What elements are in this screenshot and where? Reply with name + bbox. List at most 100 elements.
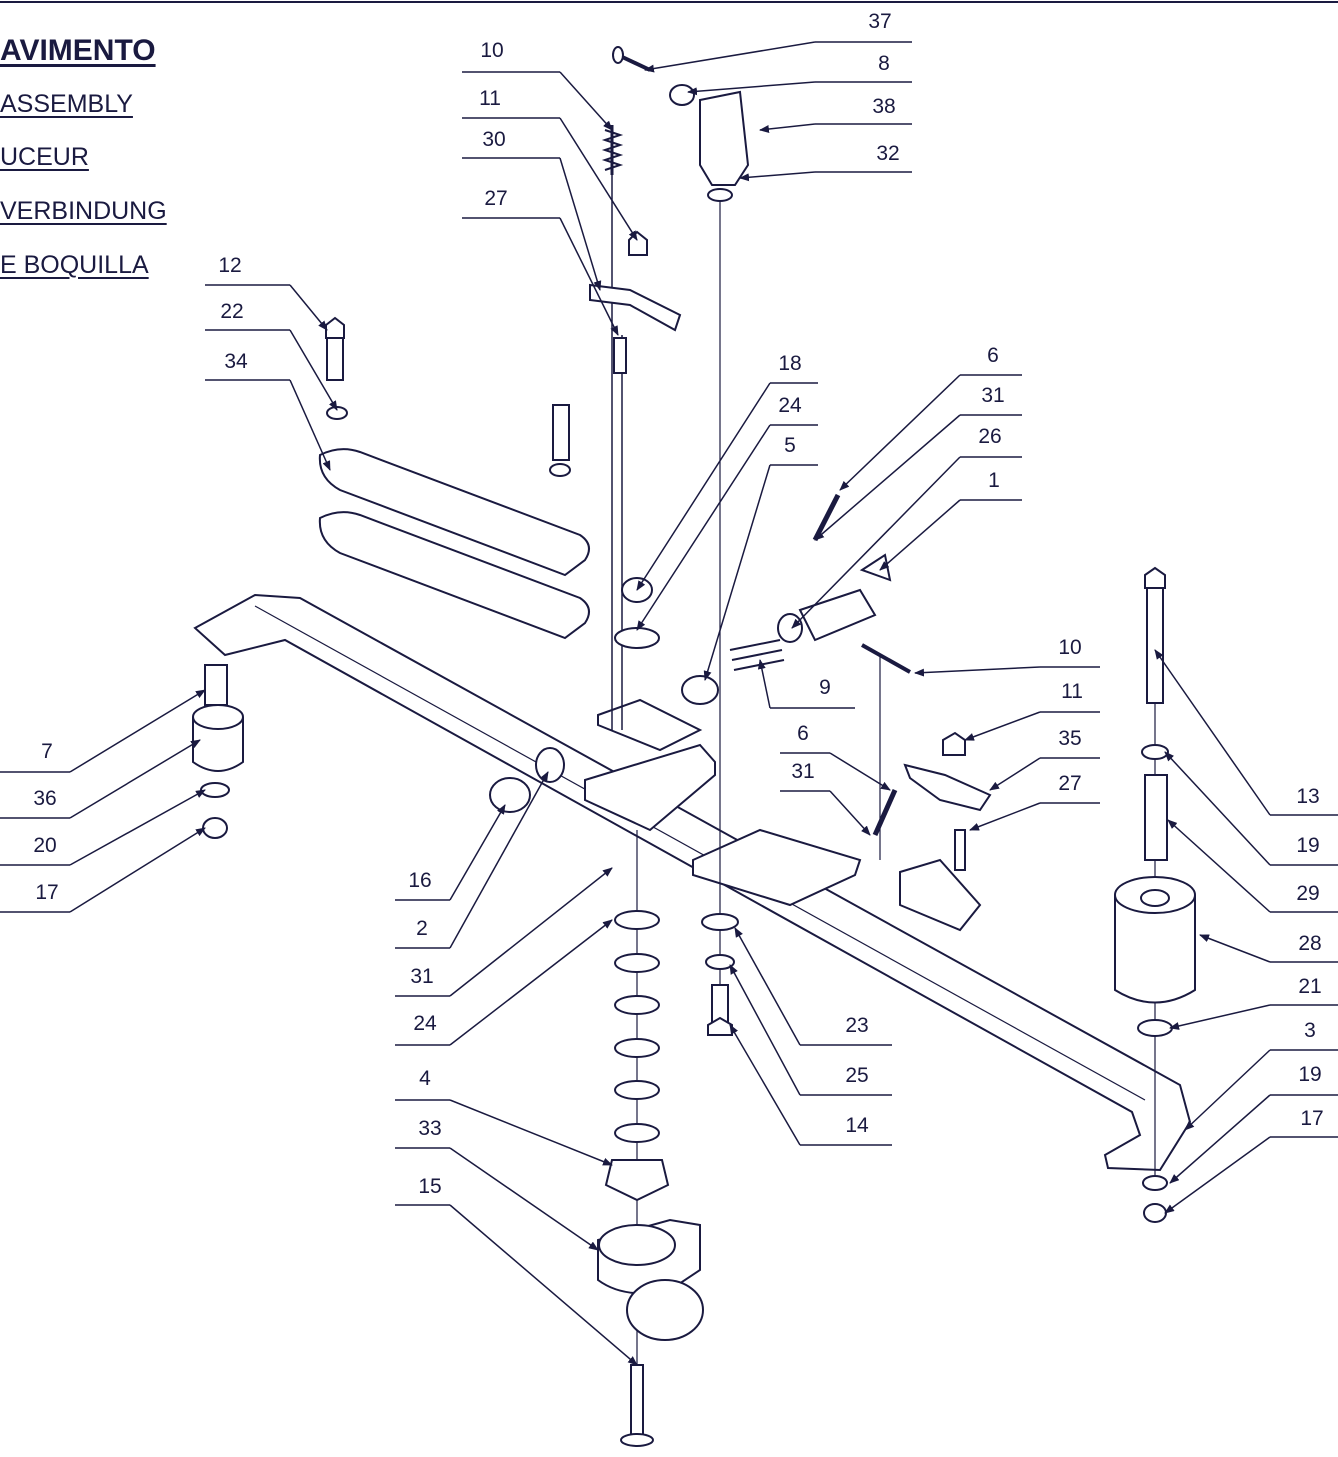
callout-number: 27 <box>1058 772 1081 795</box>
callout-number: 31 <box>981 384 1004 407</box>
callout-number: 18 <box>778 352 801 375</box>
title-line-1: AVIMENTO <box>0 34 156 67</box>
callout-number: 25 <box>845 1064 868 1087</box>
callout-leader <box>636 424 771 631</box>
callout-number: 5 <box>784 434 796 457</box>
callout-number: 27 <box>484 187 507 210</box>
callout-leader <box>969 802 1041 831</box>
callout-number: 10 <box>480 39 503 62</box>
callout-number: 19 <box>1298 1063 1321 1086</box>
callout-number: 34 <box>224 350 248 373</box>
callout-leader <box>449 867 613 997</box>
callout-leader <box>449 771 549 949</box>
callout-number: 26 <box>978 425 1001 448</box>
callout-number: 6 <box>987 344 999 367</box>
callout-leader <box>1164 751 1271 866</box>
callout-number: 8 <box>878 52 890 75</box>
callout-leader <box>791 456 961 629</box>
callout-number: 21 <box>1298 975 1321 998</box>
callout-number: 7 <box>41 740 53 763</box>
callout-leader <box>964 711 1041 741</box>
callout-number: 31 <box>410 965 433 988</box>
callout-leader <box>449 1099 613 1166</box>
callout-number: 32 <box>876 142 899 165</box>
callout-number: 2 <box>416 917 428 940</box>
callout-number: 28 <box>1298 932 1321 955</box>
title-line-4: VERBINDUNG <box>0 197 167 225</box>
callout-leader <box>289 379 331 471</box>
callout-leader <box>989 757 1041 791</box>
callout-leader <box>449 804 506 901</box>
callout-leader <box>914 666 1041 677</box>
callout-leader <box>687 81 816 96</box>
callout-leader <box>559 71 613 131</box>
callout-leader <box>814 414 961 541</box>
callout-number: 17 <box>35 881 58 904</box>
callout-number: 14 <box>845 1114 869 1137</box>
callout-leader <box>839 374 961 491</box>
callout-number: 17 <box>1300 1107 1323 1130</box>
callout-leader <box>729 1024 801 1146</box>
callout-leader <box>759 123 816 134</box>
callout-leader <box>559 117 638 241</box>
callout-leader <box>1169 1094 1271 1184</box>
callout-number: 38 <box>872 95 895 118</box>
callout-number: 36 <box>33 787 56 810</box>
callout-number: 10 <box>1058 636 1081 659</box>
callout-number: 22 <box>220 300 243 323</box>
callout-leader <box>1169 1004 1271 1030</box>
callout-leader <box>69 789 206 866</box>
callout-number: 11 <box>479 87 501 110</box>
callout-number: 9 <box>819 676 831 699</box>
callout-number: 1 <box>988 469 1000 492</box>
callout-leader <box>729 964 801 1096</box>
callout-leader <box>879 499 961 571</box>
callout-number: 24 <box>778 394 802 417</box>
callout-leader <box>449 1204 638 1366</box>
callout-number: 20 <box>33 834 56 857</box>
callout-number: 30 <box>482 128 505 151</box>
title-line-3: UCEUR <box>0 143 89 171</box>
callout-number: 13 <box>1296 785 1319 808</box>
callout-number: 24 <box>413 1012 437 1035</box>
callout-number: 35 <box>1058 727 1081 750</box>
callout-number: 12 <box>218 254 241 277</box>
title-line-5: E BOQUILLA <box>0 251 149 279</box>
callout-leader <box>69 739 201 819</box>
callout-leader <box>289 284 328 331</box>
callout-leader <box>559 217 619 336</box>
callout-leader <box>69 689 206 773</box>
callout-number: 11 <box>1061 680 1083 703</box>
callout-leader <box>1184 1049 1271 1131</box>
title-line-2: ASSEMBLY <box>0 90 133 118</box>
callout-leader <box>636 382 771 591</box>
callout-leader <box>69 827 206 913</box>
callout-number: 23 <box>845 1014 868 1037</box>
callout-number: 19 <box>1296 834 1319 857</box>
callout-leader <box>703 464 771 681</box>
callout-leader <box>734 927 801 1046</box>
callout-leader <box>289 329 338 411</box>
callout-number: 4 <box>419 1067 431 1090</box>
callout-number: 31 <box>791 760 814 783</box>
callout-leader <box>449 919 613 1046</box>
callout-leader <box>829 790 871 836</box>
callout-number: 15 <box>418 1175 441 1198</box>
callout-leader <box>449 1147 599 1251</box>
callout-leader <box>739 171 816 182</box>
callout-leader <box>559 157 602 291</box>
callout-leader <box>1199 934 1271 963</box>
callout-leader <box>829 752 891 791</box>
callout-leader <box>1154 649 1271 816</box>
callout-number: 3 <box>1304 1019 1316 1042</box>
callout-leader <box>757 659 771 709</box>
callout-leader <box>1167 819 1271 913</box>
callout-number: 37 <box>868 10 891 33</box>
callout-number: 33 <box>418 1117 441 1140</box>
callout-number: 6 <box>797 722 809 745</box>
callout-number: 29 <box>1296 882 1319 905</box>
callout-leader <box>1164 1136 1271 1214</box>
